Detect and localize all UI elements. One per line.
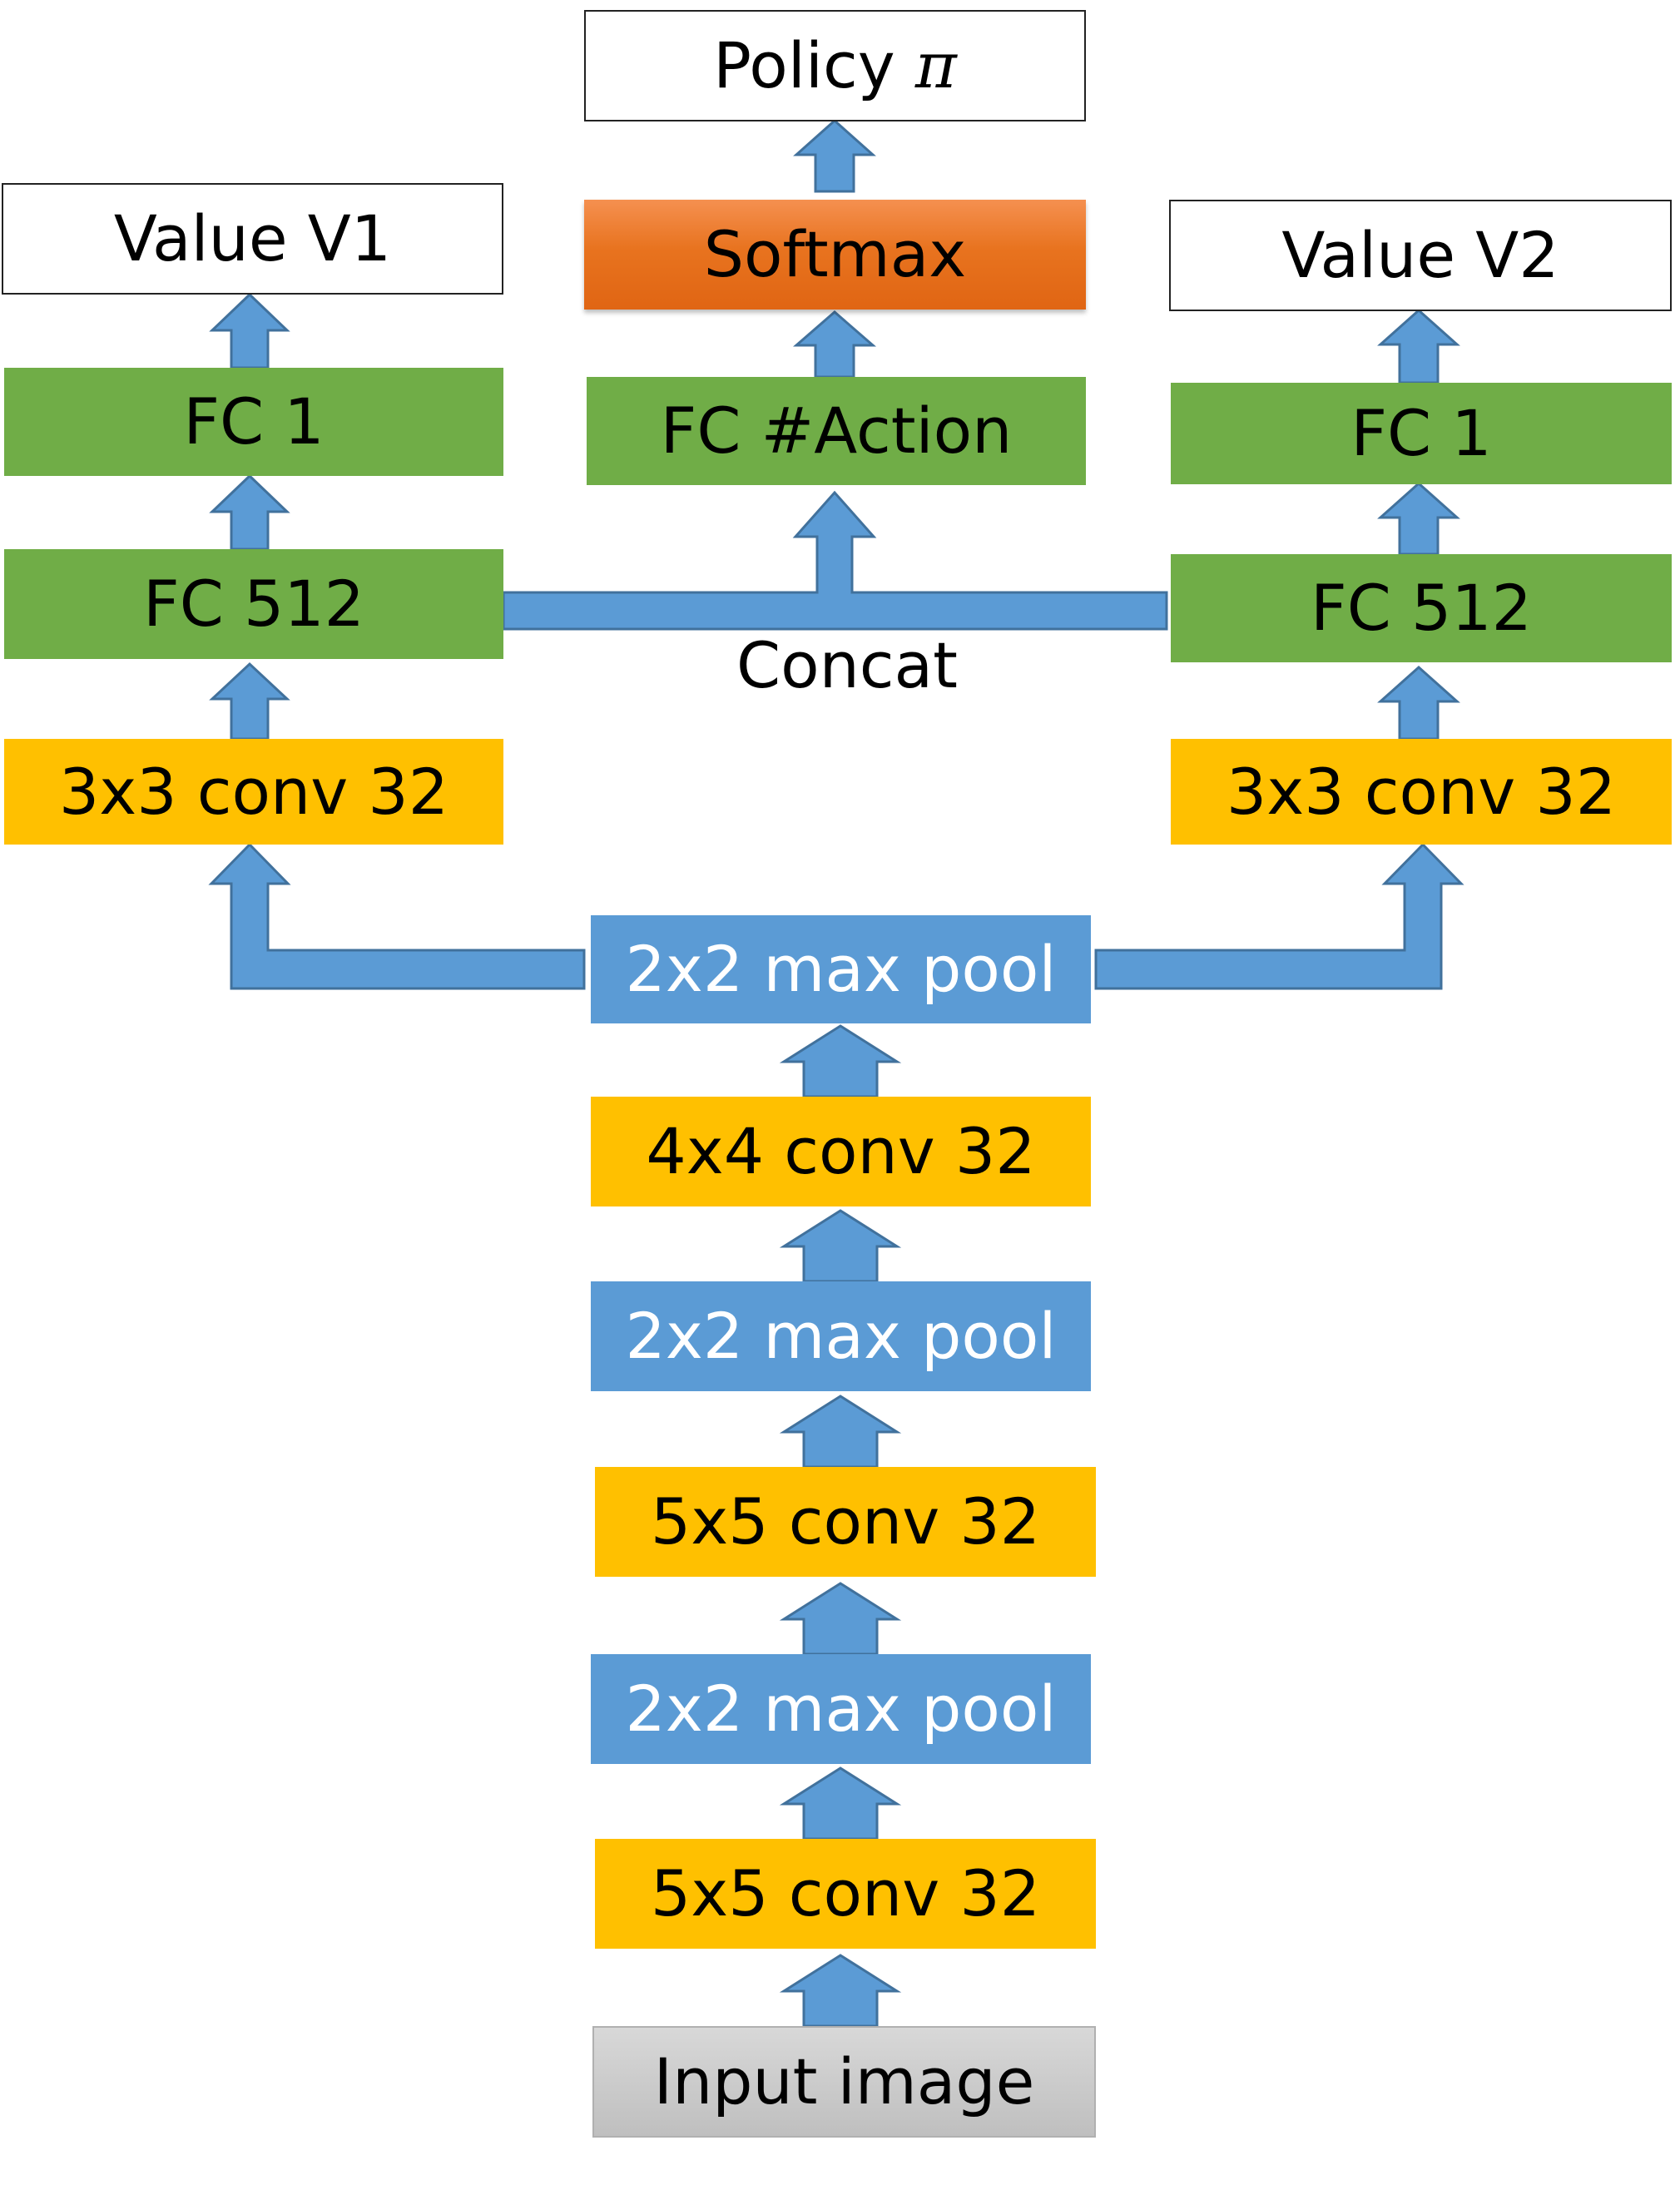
fc-action-layer: FC #Action bbox=[587, 377, 1086, 485]
softmax-layer: Softmax bbox=[584, 200, 1086, 310]
up-arrow bbox=[779, 1209, 902, 1283]
concat-bar bbox=[502, 490, 1168, 631]
up-arrow bbox=[779, 1582, 902, 1656]
pi-symbol: π bbox=[914, 28, 957, 102]
value-v1-output: Value V1 bbox=[2, 183, 503, 295]
concat-label: Concat bbox=[736, 628, 958, 702]
value-v2-conv-layer: 3x3 conv 32 bbox=[1171, 739, 1672, 845]
up-arrow bbox=[779, 1766, 902, 1841]
conv-layer-5x5-1: 5x5 conv 32 bbox=[595, 1839, 1096, 1949]
conv-layer-4x4: 4x4 conv 32 bbox=[591, 1097, 1091, 1206]
up-arrow bbox=[792, 310, 877, 379]
value-v1-fc1-layer: FC 1 bbox=[4, 368, 503, 476]
up-arrow bbox=[779, 1024, 902, 1098]
up-arrow bbox=[209, 292, 290, 369]
input-image: Input image bbox=[592, 2026, 1096, 2138]
up-arrow bbox=[793, 118, 876, 193]
maxpool-layer-3: 2x2 max pool bbox=[591, 915, 1091, 1023]
up-arrow bbox=[209, 473, 290, 551]
up-arrow bbox=[779, 1954, 902, 2028]
up-arrow bbox=[1377, 308, 1460, 384]
up-arrow bbox=[209, 661, 290, 741]
up-arrow bbox=[1377, 665, 1460, 741]
maxpool-layer-1: 2x2 max pool bbox=[591, 1654, 1091, 1764]
up-arrow bbox=[779, 1395, 902, 1469]
value-v2-fc512-layer: FC 512 bbox=[1171, 554, 1672, 662]
policy-label: Policy bbox=[713, 28, 895, 102]
value-v1-fc512-layer: FC 512 bbox=[4, 549, 503, 659]
branch-arrow-left bbox=[208, 842, 586, 990]
maxpool-layer-2: 2x2 max pool bbox=[591, 1281, 1091, 1391]
value-v1-conv-layer: 3x3 conv 32 bbox=[4, 739, 503, 845]
branch-arrow-right bbox=[1094, 842, 1464, 990]
value-v2-output: Value V2 bbox=[1169, 200, 1672, 311]
conv-layer-5x5-2: 5x5 conv 32 bbox=[595, 1467, 1096, 1577]
value-v2-fc1-layer: FC 1 bbox=[1171, 383, 1672, 484]
up-arrow bbox=[1377, 481, 1460, 556]
policy-output: Policy π bbox=[584, 10, 1086, 121]
